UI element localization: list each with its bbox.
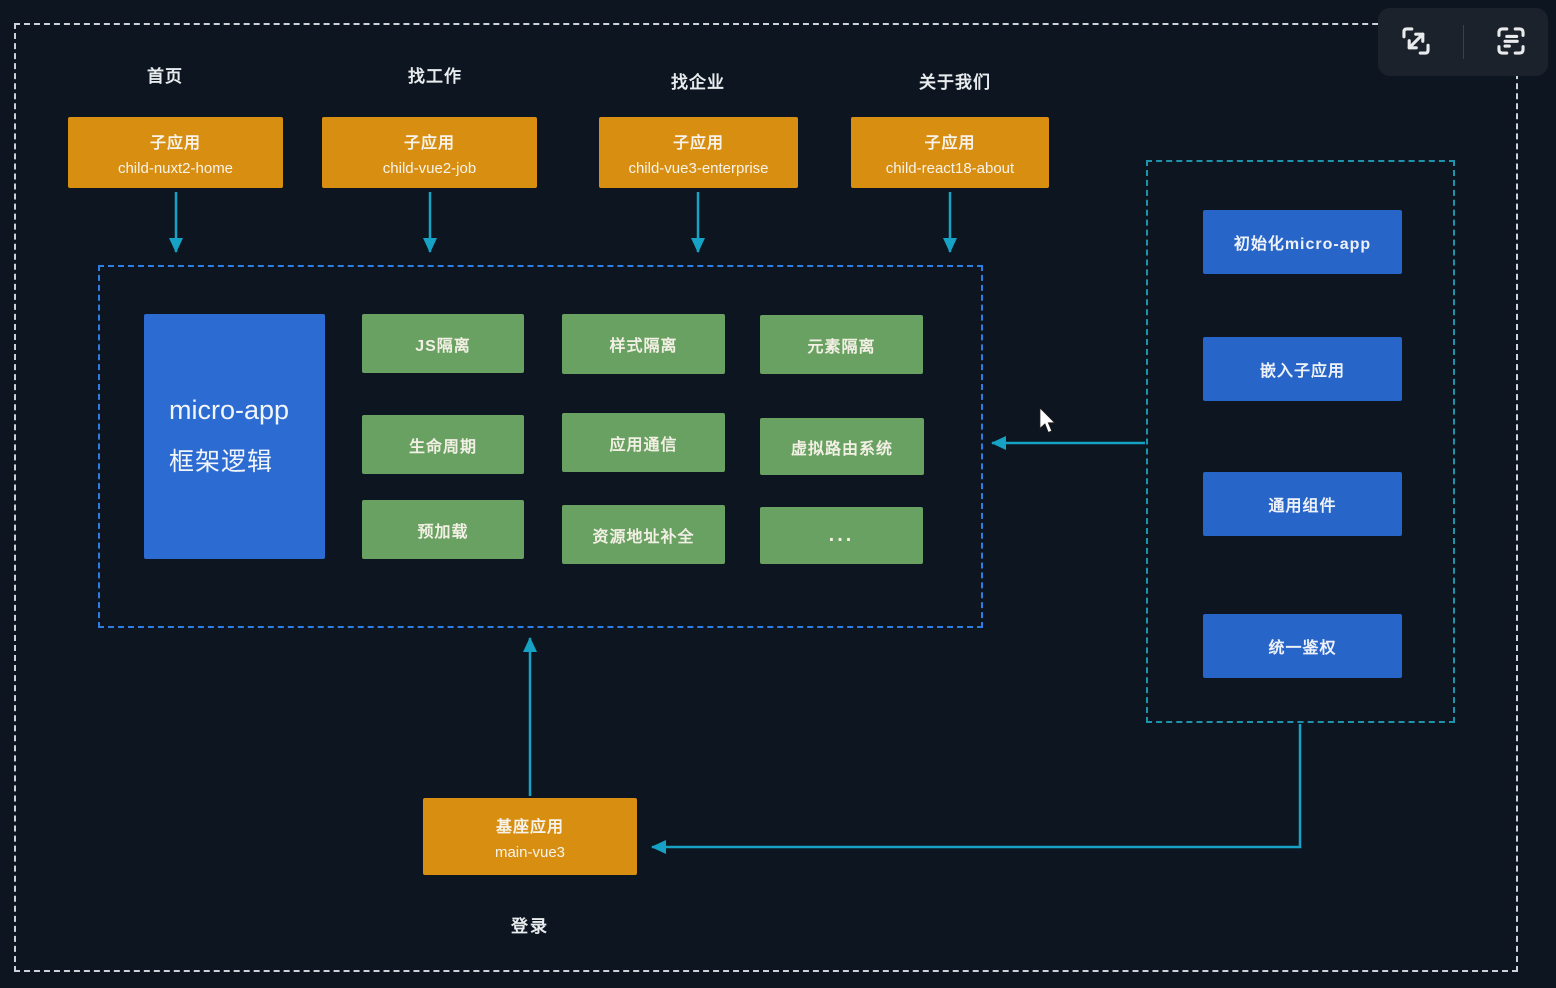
nav-label-enterprise: 找企业: [671, 73, 725, 92]
node-sub-app-about: 子应用 child-react18-about: [851, 117, 1049, 188]
nav-label-about: 关于我们: [919, 73, 991, 92]
login-label: 登录: [511, 917, 549, 936]
sub-app-name: child-vue3-enterprise: [628, 159, 769, 177]
node-micro-app-core: micro-app 框架逻辑: [144, 314, 325, 559]
node-feature-element-isolation: 元素隔离: [760, 315, 923, 374]
ocr-scan-button[interactable]: [1483, 14, 1539, 70]
core-title-line2: 框架逻辑: [169, 448, 274, 476]
node-feature-preload: 预加载: [362, 500, 524, 559]
core-title-line1: micro-app: [169, 395, 290, 425]
node-step-embed-sub-app: 嵌入子应用: [1203, 337, 1402, 401]
sub-app-title: 子应用: [924, 134, 976, 152]
sub-app-title: 子应用: [672, 134, 724, 152]
base-app-steps-panel: 初始化micro-app 嵌入子应用 通用组件 统一鉴权: [1146, 160, 1455, 723]
node-step-common-components: 通用组件: [1203, 472, 1402, 536]
node-feature-style-isolation: 样式隔离: [562, 314, 725, 374]
scan-text-icon: [1494, 24, 1528, 61]
sub-app-name: child-react18-about: [885, 159, 1015, 177]
node-feature-lifecycle: 生命周期: [362, 415, 524, 474]
node-feature-js-isolation: JS隔离: [362, 314, 524, 373]
sub-app-title: 子应用: [403, 134, 455, 152]
sub-app-name: child-vue2-job: [382, 159, 477, 177]
core-framework-container: micro-app 框架逻辑 JS隔离 样式隔离 元素隔离 生命周期 应用通信 …: [98, 265, 983, 628]
node-base-app: 基座应用 main-vue3: [423, 798, 637, 875]
node-sub-app-enterprise: 子应用 child-vue3-enterprise: [599, 117, 798, 188]
nav-label-job: 找工作: [408, 67, 462, 86]
sub-app-title: 子应用: [149, 134, 201, 152]
node-sub-app-home: 子应用 child-nuxt2-home: [68, 117, 283, 188]
node-feature-virtual-router: 虚拟路由系统: [760, 418, 924, 475]
node-step-init-micro-app: 初始化micro-app: [1203, 210, 1402, 274]
node-sub-app-job: 子应用 child-vue2-job: [322, 117, 537, 188]
node-step-unified-auth: 统一鉴权: [1203, 614, 1402, 678]
diagram-toolbar: [1378, 8, 1548, 76]
fullscreen-icon: [1399, 24, 1433, 61]
fullscreen-button[interactable]: [1388, 14, 1444, 70]
sub-app-name: child-nuxt2-home: [117, 159, 234, 177]
outer-dashed-border: [14, 23, 1518, 972]
node-feature-more: ...: [760, 507, 923, 564]
base-app-title: 基座应用: [495, 818, 564, 836]
toolbar-divider: [1462, 25, 1464, 59]
nav-label-home: 首页: [147, 67, 183, 86]
base-app-name: main-vue3: [494, 843, 566, 861]
node-feature-url-completion: 资源地址补全: [562, 505, 725, 564]
node-feature-communication: 应用通信: [562, 413, 725, 472]
